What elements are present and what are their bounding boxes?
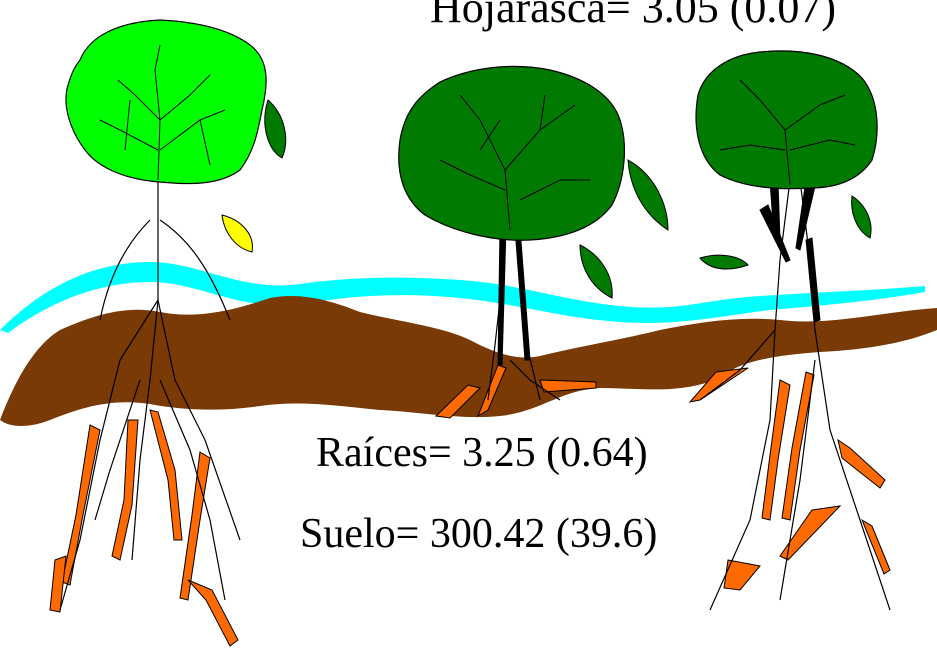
litter-label: Hojarasca= 3.05 (0.07) <box>430 0 836 30</box>
canopy-tree-2 <box>399 66 625 240</box>
leaf-green-1 <box>265 100 286 158</box>
roots-tree-3 <box>690 368 890 590</box>
roots-tree-1 <box>50 410 238 646</box>
canopy-tree-1 <box>66 20 266 184</box>
soil-layer <box>0 296 937 426</box>
canopy-tree-3 <box>696 51 877 189</box>
soil-label: Suelo= 300.42 (39.6) <box>300 513 657 555</box>
roots-label: Raíces= 3.25 (0.64) <box>316 432 648 474</box>
leaf-green-2 <box>628 160 668 230</box>
leaf-green-3 <box>580 245 612 298</box>
leaf-yellow <box>222 215 252 252</box>
leaf-green-4 <box>700 255 748 269</box>
leaf-green-5 <box>852 196 871 238</box>
